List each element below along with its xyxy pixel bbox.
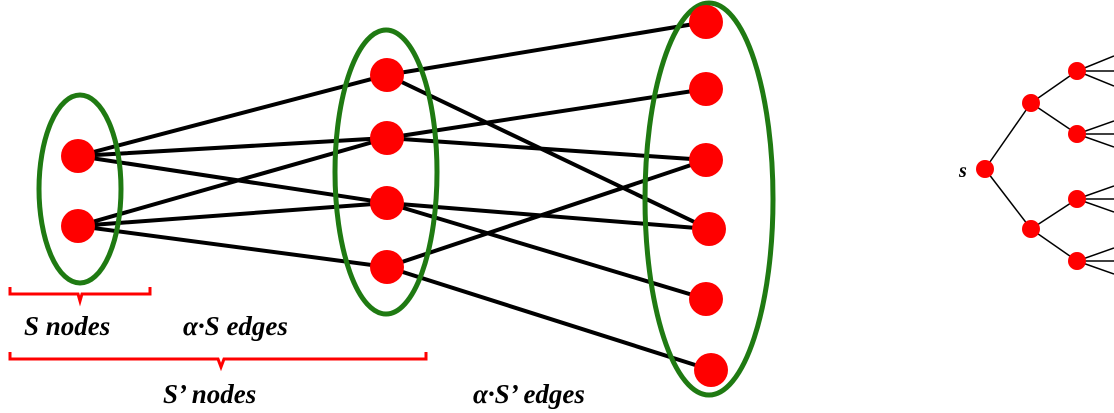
tree-edge [1030,102,1078,135]
edge [385,265,713,372]
tree-edge [1030,70,1078,104]
s-nodes-label: S nodes [24,311,110,341]
edge [385,20,708,77]
graph-node [61,139,95,173]
edge [385,201,711,231]
s-group-ellipse [36,92,124,286]
graph-node [370,250,404,284]
edge [76,73,389,158]
graph-node [689,282,723,316]
edge [385,73,711,231]
tree-edge [1030,228,1078,262]
graph-node [689,143,723,177]
edge [385,158,708,269]
graph-node [370,186,404,220]
alpha-s-edges-label: α·S edges [183,311,288,341]
edges-middle-to-right [385,20,713,372]
s-nodes-brace [8,287,152,307]
edge [76,154,389,205]
expansion-group-ellipse [642,0,776,398]
tree-edge [1030,198,1078,230]
edge [385,136,708,162]
edge [76,136,389,158]
tree-root-node [976,160,994,178]
graph-node [694,353,728,387]
graph-node [692,212,726,246]
graph-node [689,5,723,39]
tree-diagram: s [958,55,1114,275]
tree-root-label: s [958,160,967,182]
tree-node [1068,62,1086,80]
tree-node [1022,94,1040,112]
edge [76,224,389,269]
s-prime-nodes-label: S’ nodes [163,379,256,409]
tree-edges [984,55,1114,275]
tree-edge [984,168,1032,230]
tree-node [1068,125,1086,143]
s-prime-nodes-brace [8,352,428,372]
tree-node [1022,220,1040,238]
graph-node [689,72,723,106]
tree-node [1068,252,1086,270]
group-ellipses [36,0,776,398]
tree-node [1068,190,1086,208]
tree-nodes [976,62,1086,270]
tree-edge [984,102,1032,170]
edges-left-to-middle [76,73,389,269]
graph-node [370,58,404,92]
graph-node [370,121,404,155]
alpha-s-prime-edges-label: α·S’ edges [473,379,585,409]
nodes [61,5,728,387]
s-prime-group-ellipse [332,27,440,317]
graph-node [61,209,95,243]
